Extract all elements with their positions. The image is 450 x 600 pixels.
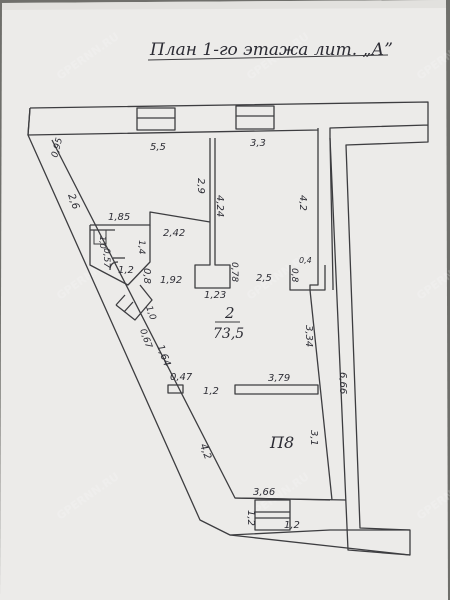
dim-0-47: 0,47 [170,372,193,383]
dim-5-5: 5,5 [150,142,166,153]
interior-wall-379 [234,384,319,395]
east-wall-inner [309,130,333,501]
dim-1-92: 1,92 [160,275,182,286]
south-wall-inner [234,497,347,501]
dim-1-2-bottom-left: 1,2 [245,510,256,526]
room-number: 2 [224,304,235,322]
east-wall-outer [329,137,334,290]
room-area: 73,5 [213,326,244,342]
dim-0-4: 0,4 [299,256,312,265]
south-wall [229,529,410,536]
outer-wall [29,101,429,556]
door-arc [109,261,119,271]
door-tick-3 [115,294,126,306]
title-underline [147,54,389,61]
dim-3-1: 3,1 [308,430,319,446]
dim-0-78: 0,78 [229,262,239,282]
dim-0-57: 0,57 [101,248,111,268]
dim-1-4: 1,4 [136,240,146,255]
dim-1-85: 1,85 [108,212,130,223]
dim-1-0: 1,0 [98,236,107,249]
dim-1-0-diag: 1,0 [143,305,157,322]
dim-3-34: 3,34 [303,325,314,347]
dim-6-66: 6,66 [337,372,348,394]
partition-left [194,138,231,289]
plan-title: План 1-го этажа лит. „А” [149,40,393,60]
dim-4-2-right: 4,2 [297,195,308,211]
paper-shadow [2,0,446,10]
north-window-1 [136,107,176,131]
dim-2-6: 2,6 [65,192,81,211]
dim-1-2-bottom: 1,2 [284,520,300,531]
dim-3-3: 3,3 [250,138,266,149]
partition-right [289,265,326,291]
niche-wall [115,284,153,321]
south-entrance [254,499,291,531]
dim-4-2-diag: 4,2 [197,442,213,461]
west-diagonal-wall [27,107,411,556]
dim-1-2-small: 1,2 [118,265,134,276]
exit-label: П8 [269,433,294,452]
dim-3-66: 3,66 [253,487,275,498]
partition-small-room [90,211,211,226]
dim-3-79: 3,79 [268,373,290,384]
dim-1-2-mid: 1,2 [203,386,219,397]
north-window-2 [235,105,275,130]
door-tick-4 [123,301,134,313]
dim-2-5: 2,5 [256,273,272,284]
small-room-marker [93,229,107,245]
interior-stub-047 [167,384,184,394]
partition-small-room-side [89,225,151,286]
dim-4-24: 4,24 [214,195,225,217]
dim-0-8-left: 0,8 [141,268,152,284]
dim-0-8-right: 0,8 [289,268,299,283]
walls [27,101,429,556]
dim-2-9: 2,9 [195,178,206,194]
dim-1-23: 1,23 [204,290,226,301]
dim-2-42: 2,42 [163,228,185,239]
